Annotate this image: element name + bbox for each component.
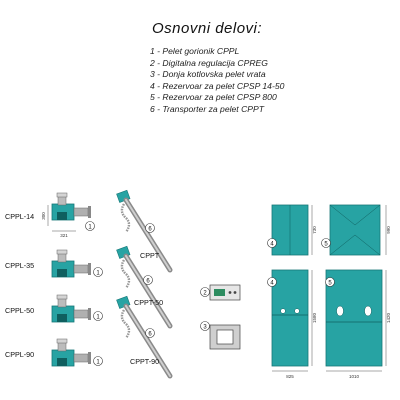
svg-text:1: 1 bbox=[96, 360, 100, 366]
svg-text:1: 1 bbox=[96, 315, 100, 321]
tank-small-height-dim: 1580 bbox=[312, 312, 317, 323]
svg-text:6: 6 bbox=[146, 279, 150, 285]
transporter-label-cppt-50: CPPT-50 bbox=[134, 298, 163, 307]
callout-1-cppl-14: 1 bbox=[85, 221, 95, 231]
parts-legend: 1 - Pelet gorionik CPPL 2 - Digitalna re… bbox=[150, 46, 284, 115]
callout-6-cppt-50: 6 bbox=[143, 275, 153, 285]
svg-text:5: 5 bbox=[324, 242, 328, 248]
svg-text:1: 1 bbox=[88, 225, 92, 231]
callout-6-cppt: 6 bbox=[145, 223, 155, 233]
burner-cppl-50 bbox=[51, 294, 92, 323]
burner-label-cppl-35: CPPL-35 bbox=[5, 261, 34, 270]
svg-text:4: 4 bbox=[270, 242, 274, 248]
svg-text:6: 6 bbox=[148, 332, 152, 338]
boiler-door bbox=[209, 324, 241, 350]
svg-text:5: 5 bbox=[328, 281, 332, 287]
burner-height-dim: 300 bbox=[41, 212, 46, 220]
callout-1-cppl-35: 1 bbox=[93, 267, 103, 277]
burner-label-cppl-50: CPPL-50 bbox=[5, 306, 34, 315]
callout-3-door: 3 bbox=[200, 321, 210, 331]
svg-text:2: 2 bbox=[203, 291, 207, 297]
svg-text:4: 4 bbox=[270, 281, 274, 287]
burner-cppl-90 bbox=[51, 338, 92, 367]
transporter-label-cppt-90: CPPT-90 bbox=[130, 357, 159, 366]
svg-text:1: 1 bbox=[96, 271, 100, 277]
callout-1-cppl-50: 1 bbox=[93, 311, 103, 321]
legend-item-1: 1 - Pelet gorionik CPPL bbox=[150, 46, 240, 56]
callout-5-tank-large-front: 5 bbox=[325, 277, 335, 287]
burner-cppl-35 bbox=[51, 249, 92, 278]
svg-text:3: 3 bbox=[203, 325, 207, 331]
burner-cppl-14 bbox=[51, 192, 92, 221]
burner-label-cppl-90: CPPL-90 bbox=[5, 350, 34, 359]
burner-label-cppl-14: CPPL-14 bbox=[5, 212, 34, 221]
legend-item-4: 4 - Rezervoar za pelet CPSP 14-50 bbox=[150, 80, 285, 91]
legend-item-3: 3 - Donja kotlovska pelet vrata bbox=[150, 69, 266, 79]
callout-2-controller: 2 bbox=[200, 287, 210, 297]
legend-item-5: 5 - Rezervoar za pelet CPSP 800 bbox=[150, 92, 277, 102]
tank-small-width-dim: 825 bbox=[286, 374, 294, 379]
page-title: Osnovni delovi: bbox=[152, 20, 263, 37]
tank-large-front bbox=[325, 269, 383, 367]
tank-large-depth-dim: 990 bbox=[386, 226, 391, 234]
tank-large-width-dim: 1010 bbox=[349, 374, 360, 379]
legend-item-2: 2 - Digitalna regulacija CPREG bbox=[150, 57, 268, 68]
callout-6-cppt-90: 6 bbox=[145, 328, 155, 338]
callout-1-cppl-90: 1 bbox=[93, 356, 103, 366]
svg-text:6: 6 bbox=[148, 227, 152, 233]
burner-width-dim: 321 bbox=[60, 233, 68, 238]
controller-cpreg bbox=[209, 284, 241, 301]
tank-small-top bbox=[271, 204, 309, 256]
tank-large-top bbox=[329, 204, 381, 256]
tank-small-front bbox=[271, 269, 309, 367]
tank-small-depth-dim: 730 bbox=[312, 226, 317, 234]
callout-5-tank-large-top: 5 bbox=[321, 238, 331, 248]
tank-large-height-dim: 1420 bbox=[386, 312, 391, 323]
transporter-label-cppt: CPPT bbox=[140, 251, 160, 260]
callout-4-tank-small-top: 4 bbox=[267, 238, 277, 248]
legend-item-6: 6 - Transporter za pelet CPPT bbox=[150, 103, 264, 114]
callout-4-tank-small-front: 4 bbox=[267, 277, 277, 287]
